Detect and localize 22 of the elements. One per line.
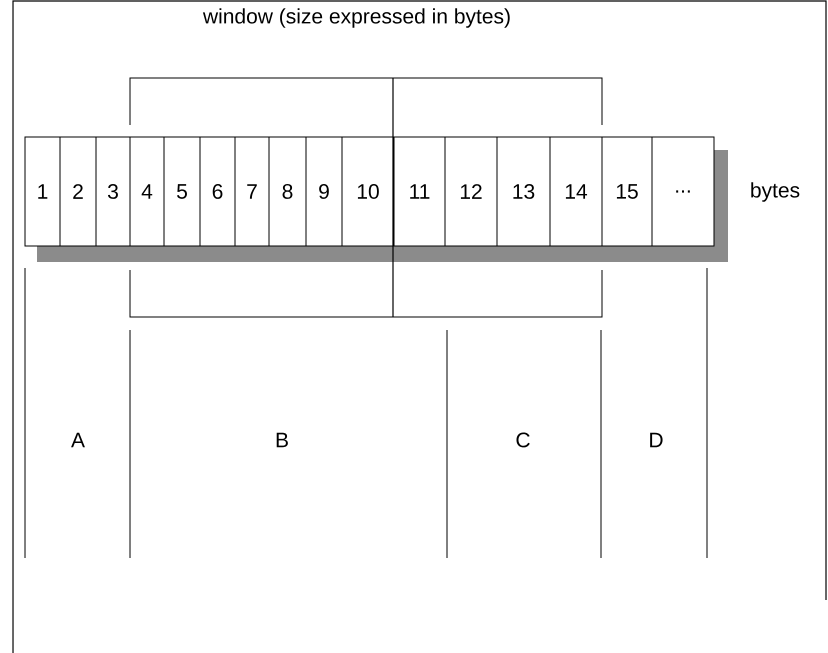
byte-cell: 15	[602, 136, 652, 246]
byte-cell: 11	[394, 136, 446, 246]
region-label: A	[71, 432, 85, 448]
byte-cell: 10	[342, 136, 394, 246]
byte-cell: 7	[234, 136, 270, 246]
byte-cell: 13	[496, 136, 550, 246]
byte-cell: 9	[306, 136, 342, 246]
unit-label: bytes	[751, 182, 800, 202]
byte-cell: 12	[444, 136, 498, 246]
byte-cell: 14	[550, 136, 602, 246]
byte-cell: 6	[200, 136, 236, 246]
region-label: C	[516, 432, 530, 448]
region-label: B	[276, 432, 288, 448]
byte-cell: 5	[164, 136, 200, 246]
byte-cell: 3	[96, 136, 130, 246]
bracket-label: window (size expressed in bytes)	[202, 8, 510, 28]
byte-cell: ...	[652, 136, 714, 246]
region-label: D	[650, 432, 663, 448]
byte-cell: 8	[268, 136, 306, 246]
byte-cell: 4	[130, 136, 164, 246]
byte-cell: 2	[60, 136, 96, 246]
byte-cell: 1	[24, 136, 60, 246]
